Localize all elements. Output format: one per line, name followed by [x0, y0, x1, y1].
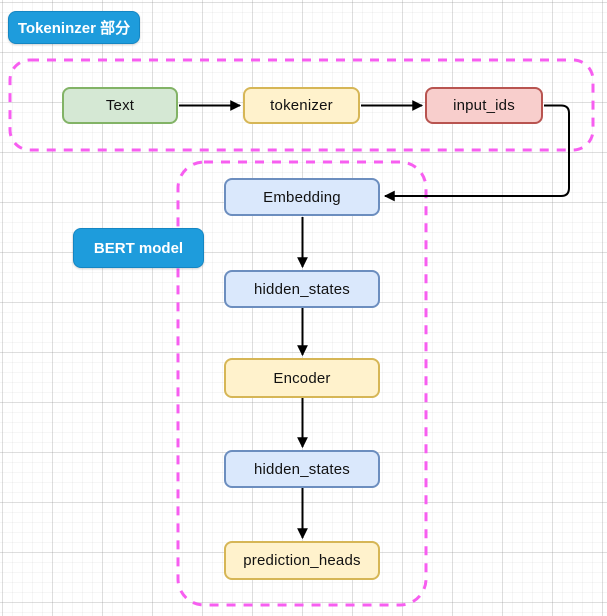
- node-hidden-states-2: hidden_states: [224, 450, 380, 488]
- node-text-label: Text: [105, 97, 135, 114]
- node-encoder: Encoder: [224, 358, 380, 398]
- bert-section-boundary: [176, 160, 428, 607]
- bert-model-label-text: BERT model: [93, 239, 184, 257]
- node-embedding-label: Embedding: [263, 188, 341, 206]
- node-hidden-states-1-label: hidden_states: [253, 280, 350, 298]
- node-tokenizer: tokenizer: [243, 87, 360, 124]
- edge-input-ids-to-embedding: [383, 104, 570, 202]
- node-input-ids-label: input_ids: [453, 97, 515, 114]
- node-hidden-states-2-label: hidden_states: [253, 460, 350, 478]
- node-tokenizer-label: tokenizer: [270, 97, 333, 114]
- tokenizer-section-label-text: Tokeninzer 部分: [17, 20, 131, 37]
- node-input-ids: input_ids: [425, 87, 543, 124]
- node-embedding: Embedding: [224, 178, 380, 216]
- tokenizer-section-boundary: [8, 58, 595, 152]
- node-encoder-label: Encoder: [273, 369, 331, 387]
- tokenizer-section-label: Tokeninzer 部分: [8, 11, 140, 44]
- node-prediction-heads: prediction_heads: [224, 541, 380, 580]
- node-text: Text: [62, 87, 178, 124]
- node-prediction-heads-label: prediction_heads: [243, 552, 361, 569]
- node-hidden-states-1: hidden_states: [224, 270, 380, 308]
- bert-model-label: BERT model: [73, 228, 204, 268]
